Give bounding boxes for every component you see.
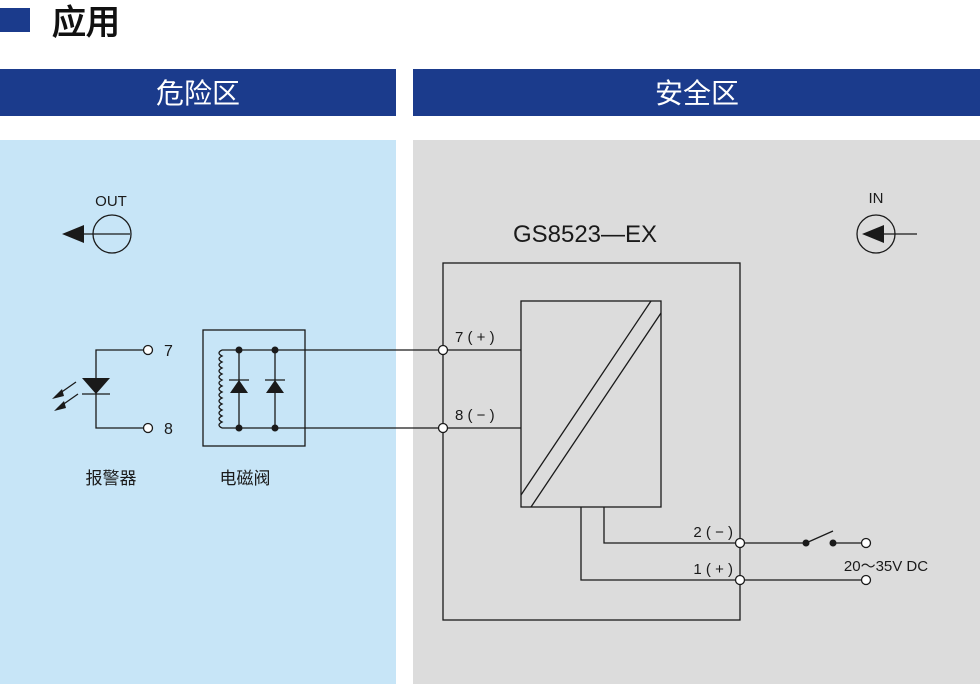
- wire-terminal-1-internal: [580, 507, 735, 581]
- page-title: 应用: [52, 3, 120, 43]
- alarm-terminal-8-label: 8: [164, 421, 173, 438]
- hazardous-zone-band: [0, 69, 396, 116]
- power-supply-label: 20～35V DC: [844, 558, 928, 575]
- out-label: OUT: [95, 193, 127, 210]
- hazardous-zone-area: [0, 140, 396, 684]
- solenoid-valve-label: 电磁阀: [220, 469, 271, 488]
- in-label: IN: [869, 190, 884, 207]
- terminal-2-connector: [734, 537, 746, 549]
- alarm-led-icon: [52, 344, 154, 434]
- terminal-1-connector: [734, 574, 746, 586]
- header-square-icon: [0, 8, 30, 32]
- isolation-module-icon: [520, 300, 662, 508]
- isolator-device-box: [442, 262, 741, 621]
- terminal-1-label: 1 ( + ): [693, 561, 733, 578]
- power-supply-connector: [860, 574, 872, 586]
- alarm-label: 报警器: [86, 469, 137, 488]
- output-arrow-icon: [62, 214, 132, 254]
- terminal-8-connector: [437, 422, 449, 434]
- input-arrow-icon: [856, 214, 917, 254]
- alarm-terminal-7-label: 7: [164, 343, 173, 360]
- terminal-7-connector: [437, 344, 449, 356]
- power-switch-icon: [745, 530, 872, 549]
- terminal-7-label: 7 ( + ): [455, 329, 495, 346]
- wire-terminal-2-internal: [603, 507, 735, 544]
- hazardous-zone-label: 危险区: [156, 77, 240, 110]
- terminal-8-label: 8 ( − ): [455, 407, 495, 424]
- terminal-2-label: 2 ( − ): [693, 524, 733, 541]
- solenoid-valve-icon: [202, 329, 306, 447]
- device-model-label: GS8523—EX: [513, 221, 657, 248]
- safe-zone-area: [413, 140, 980, 684]
- safe-zone-label: 安全区: [655, 77, 739, 110]
- safe-zone-band: [413, 69, 980, 116]
